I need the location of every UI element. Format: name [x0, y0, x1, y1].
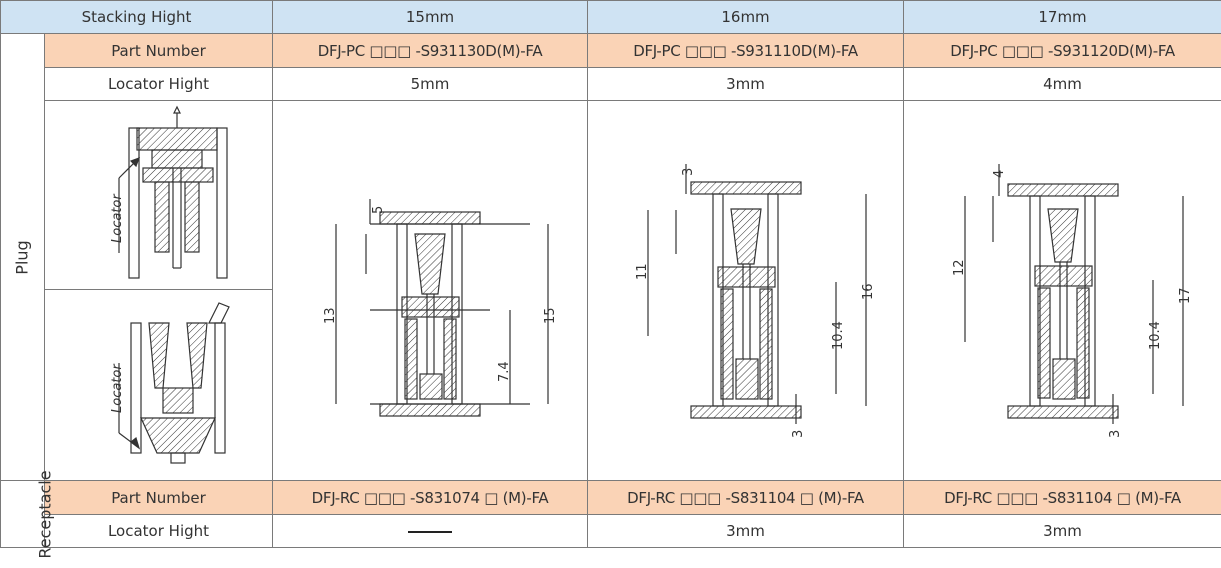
- plug-part-label: Part Number: [43, 33, 274, 68]
- drawing-row-bottom: Locator: [1, 289, 1221, 481]
- drawing-15-cell: 5 13 7.4 15: [272, 100, 589, 481]
- plug-part-row: Plug Part Number DFJ-PC □□□ -S931130D(M)…: [0, 33, 1221, 481]
- dim-17-a: 4: [992, 169, 1007, 177]
- dim-17-d: 17: [1178, 287, 1193, 304]
- dim-16-e: 3: [791, 429, 806, 437]
- receptacle-locator-caption: Locator: [110, 363, 125, 413]
- plug-diagram-cell: Locator: [43, 100, 274, 290]
- dim-15-a: 5: [371, 205, 386, 213]
- receptacle-locator-16: 3mm: [587, 514, 905, 548]
- receptacle-diagram: Locator: [110, 302, 230, 464]
- drawing-row-top: Locator: [1, 100, 1221, 481]
- receptacle-part-16: DFJ-RC □□□ -S831104 □ (M)-FA: [587, 480, 905, 515]
- drawing-17: 4 12 10.4 17 3: [952, 163, 1193, 438]
- dim-16-d: 16: [861, 283, 876, 300]
- stacking-hight-header: Stacking Hight: [0, 0, 274, 34]
- plug-part-16: DFJ-PC □□□ -S931110D(M)-FA: [587, 33, 905, 68]
- receptacle-locator-17: 3mm: [903, 514, 1221, 548]
- receptacle-part-label: Part Number: [43, 480, 274, 515]
- dim-15-c: 7.4: [497, 361, 512, 382]
- plug-locator-16: 3mm: [587, 67, 905, 101]
- no-locator-dash: [408, 530, 453, 533]
- dim-16-a: 3: [681, 167, 696, 175]
- receptacle-locator-15: [272, 514, 589, 548]
- plug-part-15: DFJ-PC □□□ -S931130D(M)-FA: [272, 33, 589, 68]
- drawing-16: 3 11 10.4 16 3: [635, 163, 876, 438]
- receptacle-part-row: Receptacle Part Number DFJ-RC □□□ -S8310…: [0, 470, 1221, 558]
- plug-locator-row: Locator Hight 5mm 3mm 4mm: [1, 67, 1221, 101]
- drawing-17-cell: 4 12 10.4 17 3: [903, 100, 1221, 481]
- dim-17-c: 10.4: [1148, 321, 1163, 350]
- plug-locator-caption: Locator: [110, 193, 125, 243]
- receptacle-part-15: DFJ-RC □□□ -S831074 □ (M)-FA: [272, 480, 589, 515]
- plug-label: Plug: [12, 239, 32, 275]
- drawing-15: 5 13 7.4 15: [323, 198, 558, 417]
- dim-17-e: 3: [1108, 429, 1123, 437]
- plug-locator-17: 4mm: [903, 67, 1221, 101]
- dim-16-b: 11: [635, 263, 650, 280]
- plug-diagram: Locator: [110, 105, 228, 279]
- plug-locator-15: 5mm: [272, 67, 589, 101]
- plug-locator-label: Locator Hight: [43, 67, 274, 101]
- height-17-header: 17mm: [903, 0, 1221, 34]
- receptacle-side-cell: Receptacle: [0, 470, 55, 558]
- drawing-16-cell: 3 11 10.4 16 3: [587, 100, 905, 481]
- dim-15-b: 13: [323, 307, 338, 324]
- receptacle-label: Receptacle: [35, 469, 55, 559]
- plug-part-17: DFJ-PC □□□ -S931120D(M)-FA: [903, 33, 1221, 68]
- header-row: Stacking Hight 15mm 16mm 17mm: [0, 0, 1221, 34]
- plug-side-cell: Plug: [0, 33, 45, 481]
- receptacle-locator-row: Locator Hight 3mm 3mm: [1, 514, 1221, 548]
- dim-16-c: 10.4: [831, 321, 846, 350]
- receptacle-locator-label: Locator Hight: [43, 514, 274, 548]
- height-15-header: 15mm: [272, 0, 589, 34]
- receptacle-diagram-cell: Locator: [43, 289, 274, 481]
- dim-17-b: 12: [952, 259, 967, 276]
- height-16-header: 16mm: [587, 0, 905, 34]
- dim-15-d: 15: [543, 307, 558, 324]
- receptacle-part-17: DFJ-RC □□□ -S831104 □ (M)-FA: [903, 480, 1221, 515]
